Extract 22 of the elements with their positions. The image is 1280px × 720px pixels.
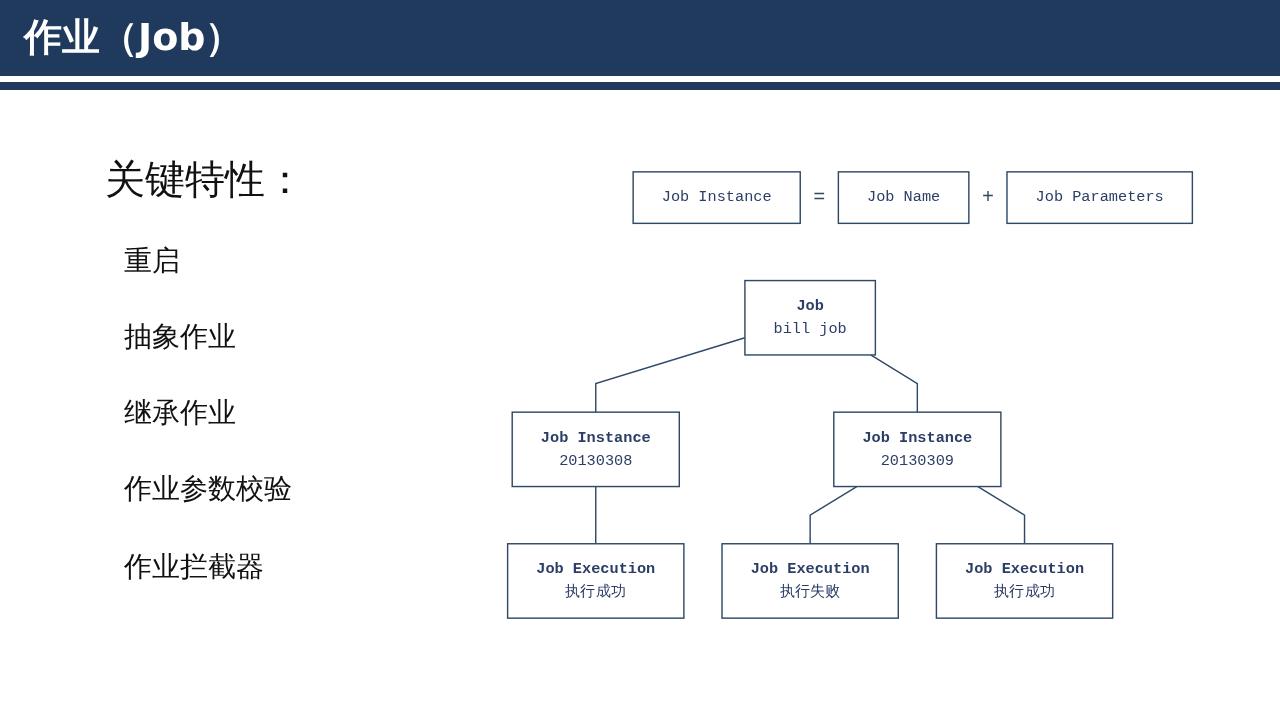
connector [595, 485, 597, 545]
node-box [837, 171, 970, 225]
connector [809, 485, 858, 545]
node-box [511, 411, 680, 488]
feature-item: 重启 [124, 243, 180, 279]
node-box [833, 411, 1002, 488]
node-box [632, 171, 801, 225]
feature-item: 抽象作业 [124, 319, 236, 355]
feature-item: 继承作业 [124, 395, 236, 431]
feature-item: 作业拦截器 [124, 549, 264, 585]
node-box [935, 543, 1114, 619]
node-box [721, 543, 899, 619]
operator-sign: = [813, 186, 826, 210]
connector [870, 354, 919, 413]
node-box [506, 543, 685, 619]
operator-sign: + [981, 186, 994, 210]
connector [977, 485, 1026, 545]
section-heading: 关键特性： [105, 155, 305, 204]
feature-item: 作业参数校验 [124, 471, 292, 507]
node-box [744, 279, 877, 356]
slide-title: 作业（Job） [24, 14, 244, 61]
node-box [1006, 171, 1194, 225]
